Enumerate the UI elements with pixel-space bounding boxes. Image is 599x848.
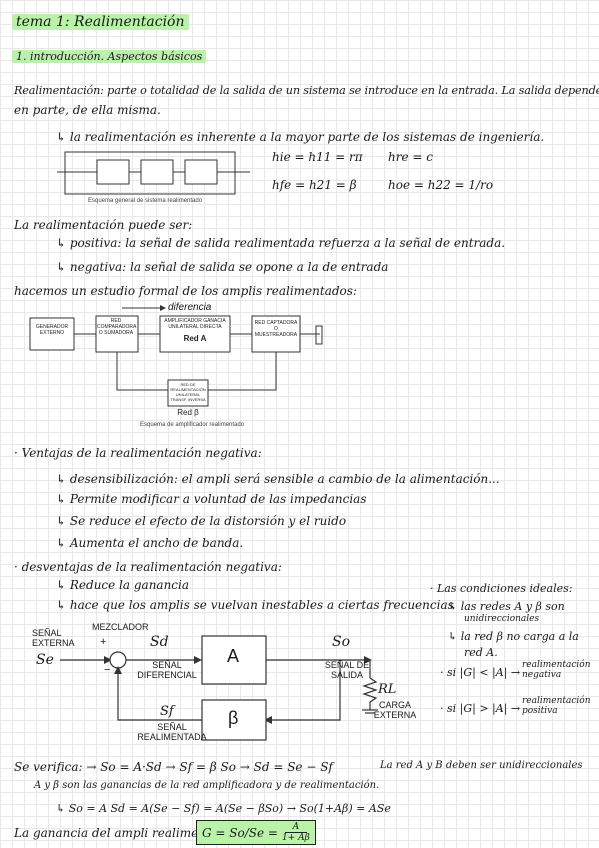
diagram3-senal-realimentada: SEÑAL REALIMENTADA <box>137 722 207 742</box>
diagram2-red-realimentacion: RED DE REALIMENTACIÓN UNILATERAL TRANSF.… <box>170 382 206 402</box>
equation-hfe: hfe = h21 = β <box>272 178 357 192</box>
gain-box: G = So/Se = A 1+ Aβ <box>196 820 316 845</box>
type-positive: ↳ positiva: la señal de salida realiment… <box>56 236 506 250</box>
condition-2: ↳ la red β no carga a la <box>448 630 579 643</box>
diagram1-caption: Esquema general de sistema realimentado <box>88 198 203 204</box>
page-title: tema 1: Realimentación <box>12 14 189 30</box>
arrow-note-1: ↳ la realimentación es inherente a la ma… <box>56 130 545 144</box>
diagram2-generador: GENERADOR EXTERNO <box>35 324 69 336</box>
para1-line1: Realimentación: parte o totalidad de la … <box>14 84 599 97</box>
diagram3-sf: Sf <box>160 704 174 719</box>
diagram2-red-b: Red β <box>177 408 199 417</box>
ventaja-item: ↳ Se reduce el efecto de la distorsión y… <box>56 514 347 528</box>
gain-denominator: 1+ Aβ <box>281 833 310 843</box>
type-negative: ↳ negativa: la señal de salida se opone … <box>56 260 389 274</box>
equation-hie: hie = h11 = rπ <box>272 150 363 164</box>
gain-fraction: A 1+ Aβ <box>282 822 310 843</box>
ventaja-item: ↳ desensibilización: el ampli será sensi… <box>56 472 500 486</box>
condition-4-lhs: · si |G| > |A| → <box>440 702 521 715</box>
diagram3-so: So <box>332 634 351 650</box>
study-intro: hacemos un estudio formal de los amplis … <box>14 284 357 298</box>
diagram-amplifier-feedback <box>29 305 323 407</box>
verify-line: Se verifica: → So = A·Sd → Sf = β So → S… <box>14 760 333 774</box>
condition-4-rhs: realimentación positiva <box>522 696 591 716</box>
condition-1: ↳ las redes A y β son <box>448 600 565 613</box>
diagram-general-feedback <box>57 151 250 195</box>
equation-hoe: hoe = h22 = 1/ro <box>388 178 494 192</box>
condition-1b: unidireccionales <box>464 614 540 624</box>
types-intro: La realimentación puede ser: <box>14 218 193 232</box>
desventajas-title: · desventajas de la realimentación negat… <box>14 560 282 574</box>
diagram3-sd: Sd <box>150 634 169 650</box>
ventaja-item: ↳ Aumenta el ancho de banda. <box>56 536 244 550</box>
diagram3-minus: − <box>104 664 111 676</box>
equation-hre: hre = c <box>388 150 433 164</box>
condition-3-rhs: realimentación negativa <box>522 660 591 680</box>
verify-line-2: A y β son las ganancias de la red amplif… <box>34 780 380 791</box>
diagram3-senal-diferencial: SEÑAL DIFERENCIAL <box>137 660 197 680</box>
diagram3-senal-salida: SEÑAL DE SALIDA <box>324 660 370 680</box>
diagram3-senal-externa: SEÑAL EXTERNA <box>32 628 75 648</box>
verify-note-right: La red A y B deben ser unidireccionales <box>380 760 583 771</box>
diagram2-red-captadora: RED CAPTADORA O MUESTREADORA <box>254 320 298 338</box>
diagram3-block-b: β <box>228 708 239 728</box>
gain-numerator: A <box>284 822 308 833</box>
diagram2-red-a: Red A <box>183 334 207 343</box>
diagram3-rl: RL <box>378 682 397 697</box>
diagram2-amplificador: AMPLIFICADOR GANACIA UNILATERAL DIRECTA <box>164 318 226 330</box>
diagram2-diferencia: diferencia <box>168 302 212 313</box>
diagram2-caption: Esquema de amplificador realimentado <box>140 422 245 428</box>
desventaja-item: ↳ Reduce la ganancia <box>56 578 190 592</box>
diagram3-plus: + <box>100 636 107 648</box>
diagram3-se: Se <box>36 652 54 668</box>
diagram3-mezclador: MEZCLADOR <box>92 622 149 632</box>
para1-line2: en parte, de ella misma. <box>14 103 161 117</box>
verify-line-3: ↳ So = A Sd = A(Se − Sf) = A(Se − βSo) →… <box>56 802 391 815</box>
diagram3-carga: CARGA EXTERNA <box>373 700 417 720</box>
condition-3-lhs: · si |G| < |A| → <box>440 666 521 679</box>
diagram2-red-comparadora: RED COMPARADORA O SUMADORA <box>97 318 137 336</box>
section-subtitle: 1. introducción. Aspectos básicos <box>12 50 207 63</box>
condition-2b: red A. <box>464 646 498 659</box>
ventajas-title: · Ventajas de la realimentación negativa… <box>14 446 262 460</box>
desventaja-item: ↳ hace que los amplis se vuelvan inestab… <box>56 598 454 612</box>
diagram3-block-a: A <box>227 646 240 666</box>
ventaja-item: ↳ Permite modificar a voluntad de las im… <box>56 492 367 506</box>
gain-formula-lhs: G = So/Se = <box>202 825 278 840</box>
diagram-mixer <box>60 635 378 741</box>
conditions-title: · Las condiciones ideales: <box>430 582 573 595</box>
